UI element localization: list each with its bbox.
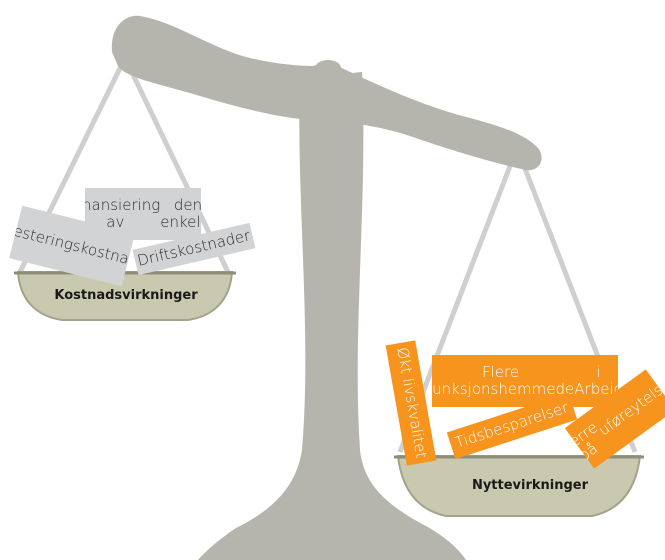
right-pan-label: Nyttevirkninger (471, 478, 589, 493)
right-pan (396, 455, 642, 517)
card-line: Flere funksjonshemmede (432, 362, 575, 398)
benefit-card-funksjonshemmede: Flere funksjonshemmede i Arbeid (432, 355, 618, 407)
left-pan (16, 271, 234, 321)
beam-knob (315, 60, 341, 76)
scale-pillar (198, 72, 466, 560)
card-line: Finansiering av (85, 195, 161, 231)
card-line: Investerings (9, 216, 83, 257)
card-line: i Arbeid (574, 362, 618, 398)
cost-card-finansiering: Finansiering av den enkelte (85, 188, 201, 240)
left-pan-label: Kostnadsvirkninger (54, 288, 198, 303)
card-line: den enkelte (160, 195, 201, 231)
scale-beam (111, 15, 542, 171)
